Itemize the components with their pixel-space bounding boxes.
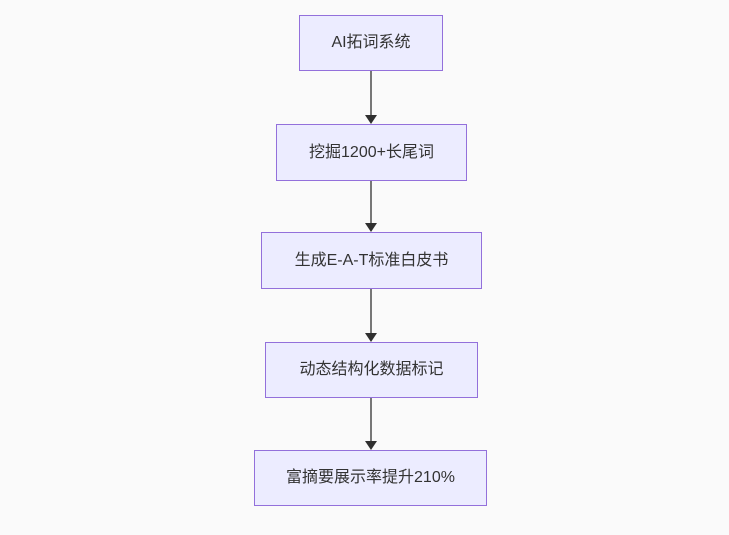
arrow-line (370, 289, 372, 333)
flow-node-label: 动态结构化数据标记 (299, 361, 444, 379)
arrow-down-icon (365, 115, 377, 124)
flow-node-label: 富摘要展示率提升210% (286, 469, 455, 487)
arrow-line (370, 71, 372, 115)
flow-edge-3 (364, 289, 378, 342)
arrow-down-icon (365, 223, 377, 232)
flow-edge-1 (364, 71, 378, 124)
flow-node-eat-whitepaper: 生成E-A-T标准白皮书 (261, 232, 482, 289)
flow-edge-4 (364, 398, 378, 450)
arrow-down-icon (365, 441, 377, 450)
arrow-line (370, 181, 372, 223)
flow-node-label: 生成E-A-T标准白皮书 (294, 251, 449, 269)
flow-node-ai-keyword-system: AI拓词系统 (299, 15, 443, 71)
flow-node-label: 挖掘1200+长尾词 (309, 143, 434, 161)
flow-node-rich-snippet-rate: 富摘要展示率提升210% (254, 450, 487, 506)
flow-node-longtail-mining: 挖掘1200+长尾词 (276, 124, 467, 181)
flow-node-label: AI拓词系统 (331, 34, 411, 52)
flow-edge-2 (364, 181, 378, 232)
arrow-down-icon (365, 333, 377, 342)
flow-node-structured-data: 动态结构化数据标记 (265, 342, 478, 398)
arrow-line (370, 398, 372, 441)
